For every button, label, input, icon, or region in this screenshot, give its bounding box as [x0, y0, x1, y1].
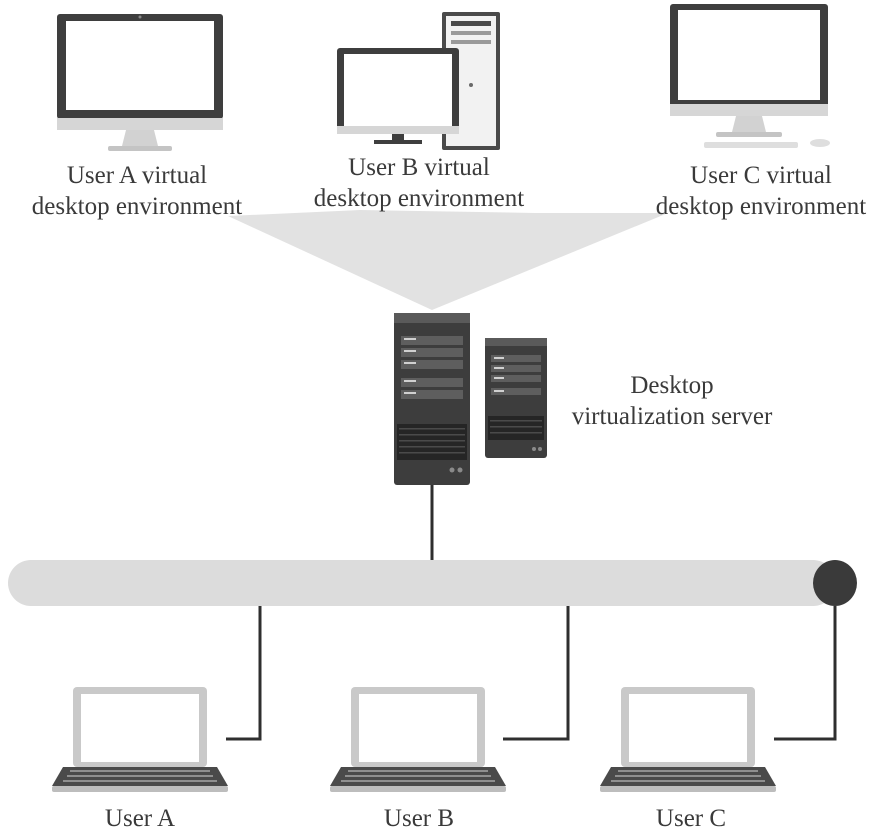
client-label-c: User C	[655, 805, 727, 832]
desktop-to-server-funnel	[228, 210, 668, 310]
virtual-desktop-label-a-line2: desktop environment	[31, 193, 243, 220]
virtual-desktop-label-b-line1: User B virtual	[348, 154, 490, 181]
monitor-icon	[670, 4, 830, 148]
laptop-icon	[600, 687, 776, 792]
connector-user-a	[226, 606, 262, 741]
monitor-icon	[57, 14, 223, 151]
server-label: Desktop virtualization server	[552, 370, 792, 432]
connector-user-b	[503, 606, 570, 741]
virtual-desktop-label-c-line2: desktop environment	[655, 193, 867, 220]
network-bus	[8, 560, 857, 606]
virtual-desktop-label-b-line2: desktop environment	[313, 185, 525, 212]
server-icon	[394, 313, 547, 485]
virtual-desktop-label-c-line1: User C virtual	[690, 162, 832, 189]
virtual-desktop-label-c: User C virtual desktop environment	[634, 160, 888, 222]
laptop-icon	[330, 687, 506, 792]
client-label-b: User B	[383, 805, 455, 832]
desktop-tower-icon	[337, 12, 500, 150]
connector-user-c	[774, 606, 837, 741]
client-label-a: User A	[104, 805, 176, 832]
server-label-line1: Desktop	[630, 372, 714, 399]
laptop-icon	[52, 687, 228, 792]
virtual-desktop-label-b: User B virtual desktop environment	[292, 152, 546, 214]
server-label-line2: virtualization server	[571, 403, 773, 430]
virtual-desktop-label-a-line1: User A virtual	[66, 162, 208, 189]
virtual-desktop-label-a: User A virtual desktop environment	[10, 160, 264, 222]
